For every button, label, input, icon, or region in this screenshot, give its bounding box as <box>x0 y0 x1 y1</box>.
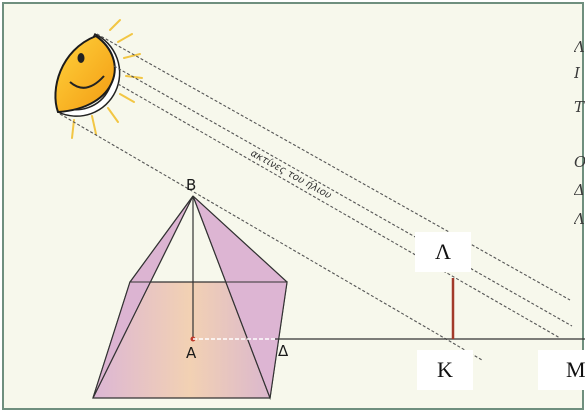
right-edge-glyph-3: Τ <box>574 100 585 114</box>
right-edge-glyph-2: Ι <box>574 66 580 80</box>
label-a: Α <box>186 344 197 362</box>
right-edge-glyph-4: Ο <box>574 155 585 169</box>
right-edge-glyph-1: Λ <box>574 40 585 54</box>
label-lambda: Λ <box>415 232 471 272</box>
right-edge-glyph-6: Λ <box>574 212 585 226</box>
pyramid <box>92 195 288 401</box>
label-m: Μ <box>538 350 585 390</box>
label-k: Κ <box>417 350 473 390</box>
label-delta: Δ <box>278 342 289 360</box>
sun-icon <box>54 19 143 139</box>
right-edge-glyph-5: Δ <box>574 183 585 197</box>
label-b: Β <box>186 176 196 194</box>
sun-rays <box>59 33 573 361</box>
